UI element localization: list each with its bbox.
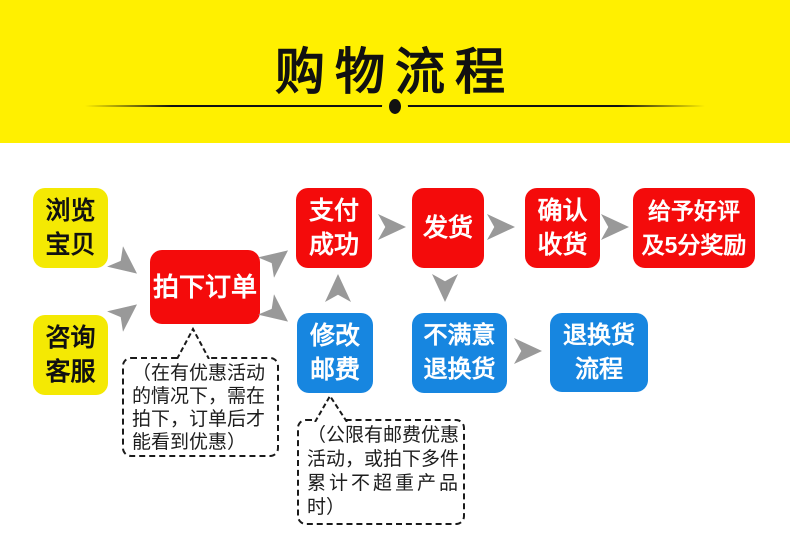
node-consult-line2: 客服	[45, 358, 96, 386]
node-confirm-line1: 确认	[537, 197, 588, 225]
node-consult-line1: 咨询	[45, 324, 96, 352]
arrow-order-to-postage-icon	[258, 294, 296, 332]
node-pay-line2: 成功	[308, 231, 359, 259]
node-return-line2: 流程	[575, 355, 623, 383]
node-pay-line1: 支付	[308, 197, 359, 225]
node-return-process: 退换货 流程	[550, 313, 648, 392]
node-return-line1: 退换货	[563, 321, 635, 349]
header-banner: 购物流程	[0, 0, 790, 143]
node-ship-goods: 发货	[412, 188, 484, 268]
node-modify-postage: 修改 邮费	[297, 313, 373, 393]
node-unsatisfied-line2: 退换货	[423, 356, 496, 383]
arrow-order-to-pay-icon	[258, 240, 296, 278]
arrow-ship-to-confirm-icon	[487, 214, 515, 240]
arrow-ship-to-unsatisfied-icon	[432, 274, 458, 302]
arrow-postage-to-pay-icon	[325, 274, 351, 302]
node-postage-line1: 修改	[309, 322, 360, 350]
node-unsatisfied-line1: 不满意	[423, 322, 496, 349]
node-confirm-receipt: 确认 收货	[525, 188, 600, 268]
title-divider-dot-icon	[382, 92, 408, 121]
node-payment-success: 支付 成功	[296, 188, 372, 268]
arrow-browse-to-order-icon	[107, 246, 145, 284]
node-praise-line1: 给予好评	[648, 198, 740, 224]
node-place-order: 拍下订单	[150, 250, 260, 324]
node-unsatisfied-return: 不满意 退换货	[412, 313, 507, 393]
node-good-review: 给予好评 及5分奖励	[633, 188, 755, 268]
node-postage-line2: 邮费	[309, 356, 360, 384]
node-browse-line1: 浏览	[45, 197, 96, 225]
node-praise-line2: 及5分奖励	[641, 232, 747, 258]
note-postage-line1: （公限有邮费优惠	[307, 425, 460, 446]
note-order-line3: 拍下，订单后才	[132, 409, 266, 430]
node-place-order-label: 拍下订单	[152, 272, 257, 302]
arrow-pay-to-ship-icon	[378, 214, 406, 240]
note-postage-line3: 累计不超重产品	[307, 473, 462, 494]
note-order-line2: 的情况下，需在	[132, 386, 266, 407]
note-order-line4: 能看到优惠）	[132, 432, 247, 453]
arrow-confirm-to-praise-icon	[601, 214, 629, 240]
callout-pointer-up-icon	[176, 327, 210, 359]
node-consult-service: 咨询 客服	[33, 315, 108, 395]
arrow-unsatisfied-to-return-icon	[514, 338, 542, 364]
callout-pointer-up-icon	[314, 394, 348, 422]
node-ship-label: 发货	[422, 214, 473, 242]
page-title: 购物流程	[275, 44, 515, 100]
note-postage-line4: 时）	[307, 497, 346, 518]
arrow-consult-to-order-icon	[107, 294, 145, 332]
node-confirm-line2: 收货	[537, 231, 588, 259]
node-browse-items: 浏览 宝贝	[33, 188, 108, 268]
node-browse-line2: 宝贝	[45, 231, 96, 259]
note-order-line1: （在有优惠活动	[132, 363, 266, 384]
note-postage-discount: （公限有邮费优惠 活动，或拍下多件 累计不超重产品 时）	[297, 419, 465, 525]
note-postage-line2: 活动，或拍下多件	[307, 449, 460, 470]
note-order-discount: （在有优惠活动 的情况下，需在 拍下，订单后才 能看到优惠）	[122, 357, 279, 457]
